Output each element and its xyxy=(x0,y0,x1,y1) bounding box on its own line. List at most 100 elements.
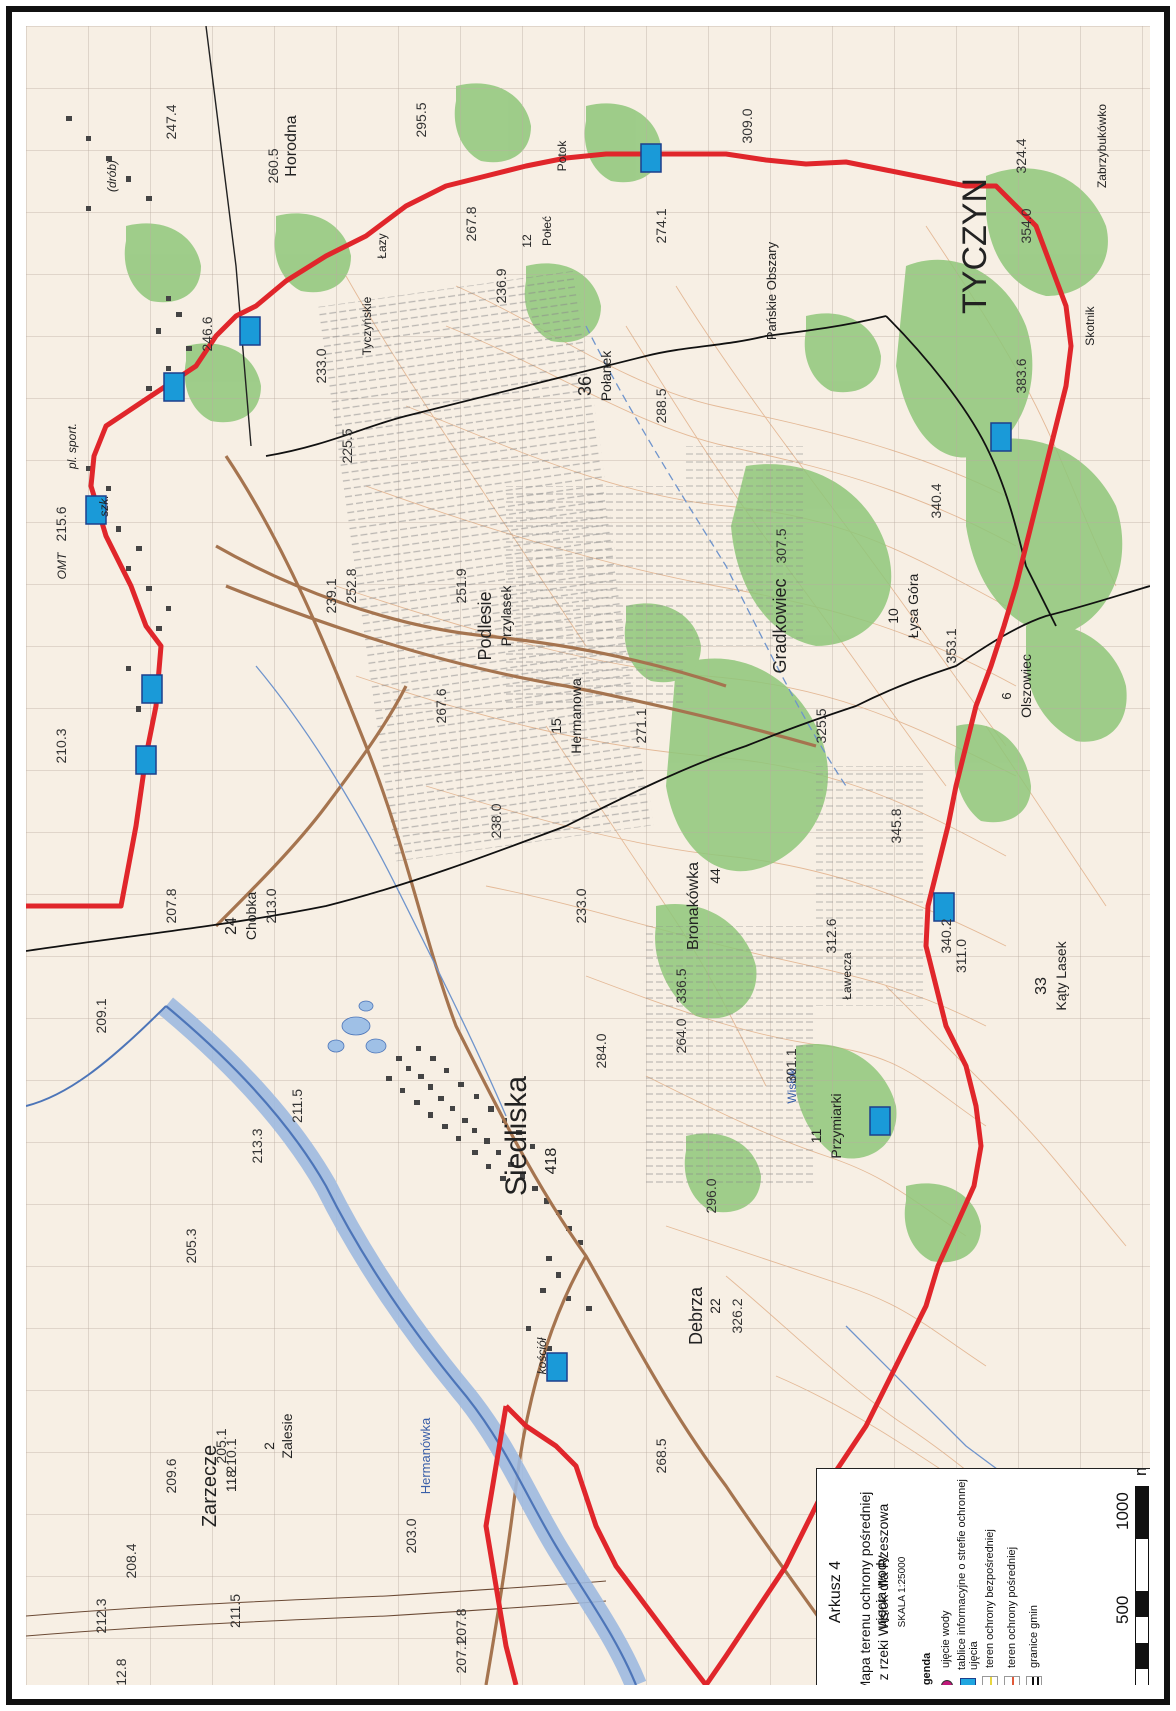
map-grid xyxy=(26,26,1150,1685)
elevation-label: 246.6 xyxy=(199,316,215,351)
place-zabrzybukowko: Ławecza xyxy=(840,952,854,1000)
place-zarzecze-pop: 118 xyxy=(223,1470,239,1493)
elevation-label: 260.5 xyxy=(265,148,281,183)
place-debrza-pop: 22 xyxy=(707,1298,723,1314)
legend-item-indirect: teren ochrony pośredniej xyxy=(1003,1547,1021,1685)
elevation-label: 211.5 xyxy=(289,1089,305,1123)
place-horodna: 33 xyxy=(1033,977,1050,995)
indirect-zone-icon xyxy=(1004,1676,1020,1685)
elevation-label: 209.1 xyxy=(93,998,109,1033)
label-kosciol: kościół xyxy=(535,1337,549,1374)
elevation-label: 383.6 xyxy=(1013,358,1029,393)
sheet-label: Arkusz 4 xyxy=(827,1560,844,1624)
elevation-label: 325.5 xyxy=(813,708,829,743)
elevation-label: 212.3 xyxy=(93,1598,109,1633)
commune-boundary-icon xyxy=(1026,1676,1042,1685)
elevation-label: 213.3 xyxy=(249,1128,265,1163)
indirect-protection-boundary xyxy=(26,151,1074,1685)
elevation-label: 210.1 xyxy=(223,1438,239,1473)
elevation-label: 354.0 xyxy=(1018,208,1034,243)
ponds xyxy=(327,1000,387,1054)
scale-tick-1000: 1000 xyxy=(1113,1492,1132,1530)
info-board xyxy=(141,674,163,704)
elevation-label: 247.4 xyxy=(163,104,179,139)
elevation-label: 271.1 xyxy=(633,708,649,743)
place-zalesie: 10 xyxy=(885,608,901,624)
info-board xyxy=(933,892,955,922)
place-hermanowa: TYCZYN xyxy=(956,178,994,314)
elevation-label: 209.6 xyxy=(163,1458,179,1493)
place-tyczynskie: Łazy xyxy=(375,233,389,258)
elevation-label: 309.0 xyxy=(739,108,755,143)
elevation-label: 239.1 xyxy=(323,578,339,613)
scale-unit: m xyxy=(1131,1468,1150,1476)
elevation-label: 225.5 xyxy=(339,428,355,463)
info-board xyxy=(869,1106,891,1136)
label-drob: (drób) xyxy=(105,160,119,192)
road-edges xyxy=(26,1580,607,1637)
place-lysa-gora: 6 xyxy=(999,692,1014,699)
legend-item-label: ujęcie wody xyxy=(940,1610,952,1668)
legend-item-direct: teren ochrony bezpośredniej xyxy=(981,1529,999,1685)
place-gradkowiec: 36 xyxy=(575,376,595,396)
intake-dot-icon xyxy=(938,1676,954,1685)
place-przymiarki: 2 xyxy=(261,1442,277,1450)
elevation-label: 203.0 xyxy=(403,1518,419,1553)
legend-panel: Arkusz 4 Mapa terenu ochrony pośredniej … xyxy=(816,1468,1150,1685)
info-boards xyxy=(85,143,1012,1382)
elevation-label: 251.9 xyxy=(453,568,469,603)
place-tyczyn: Horodna xyxy=(283,115,300,176)
commune-boundaries xyxy=(26,315,1150,952)
legend-item-label: teren ochrony pośredniej xyxy=(1006,1546,1018,1668)
place-wislok: Hermanówka xyxy=(418,1417,433,1494)
place-bronakowka-pop: 44 xyxy=(707,868,723,884)
place-chobka-pop: Hermanowa xyxy=(568,678,584,754)
elevation-label: 233.0 xyxy=(313,348,329,383)
scale-tick-500: 500 xyxy=(1113,1595,1132,1624)
legend-item-label: granice gmin xyxy=(1028,1605,1040,1668)
legend-heading: Legenda xyxy=(921,1652,933,1685)
info-board xyxy=(85,495,107,525)
scale-text: SKALA 1:25000 xyxy=(897,1556,908,1628)
elevation-label: 238.0 xyxy=(488,803,504,838)
elevation-label: 207.1 xyxy=(453,1638,469,1673)
elevation-label: 215.6 xyxy=(53,506,69,541)
place-zalesie-pop: Łysa Góra xyxy=(905,573,921,638)
elevation-label: 326.2 xyxy=(729,1298,745,1333)
scale-bar xyxy=(1135,1486,1149,1685)
place-debrza: Debrza xyxy=(686,1286,706,1345)
place-panskie-obszary: Potok xyxy=(555,140,569,172)
river-wislok xyxy=(26,325,1087,1685)
place-podlesie: Podlesie xyxy=(475,591,495,660)
indirect-protection-boundary-river xyxy=(483,1405,519,1685)
place-gradkowiec-pop: Połanek xyxy=(598,350,614,402)
elevation-label: 353.1 xyxy=(943,628,959,663)
place-chobka: 15 xyxy=(548,718,564,734)
elevation-label: 267.8 xyxy=(463,206,479,241)
elevation-label: 345.8 xyxy=(888,808,904,843)
elevation-label: 311.0 xyxy=(953,939,969,973)
elevation-label: 288.5 xyxy=(653,388,669,423)
elevation-label: 211.5 xyxy=(227,1594,243,1628)
railway xyxy=(205,26,252,447)
map-canvas: Siedliska418Zarzecze118Debrza22Bronakówk… xyxy=(26,26,1150,1685)
place-skotnik: Zabrzybukówko xyxy=(1095,104,1109,188)
place-potok: 12 xyxy=(520,234,534,248)
info-board xyxy=(135,745,157,775)
elevation-label: 296.0 xyxy=(703,1178,719,1213)
elevation-label: 205.3 xyxy=(183,1228,199,1263)
elevation-label: 212.8 xyxy=(113,1658,129,1685)
elevation-label: 336.5 xyxy=(673,968,689,1003)
place-siedliska-pop: 418 xyxy=(543,1148,560,1175)
place-lazy: Skotnik xyxy=(1083,305,1097,345)
place-katy-lasek-pop: Przymiarki xyxy=(828,1093,844,1158)
elevation-label: 274.1 xyxy=(653,208,669,243)
direct-zone-icon xyxy=(982,1676,998,1685)
place-polanek-pop: Chobka xyxy=(243,892,259,940)
elevation-label: 307.5 xyxy=(773,528,789,563)
elevation-label: 340.4 xyxy=(928,483,944,518)
place-olszowiec: Pańskie Obszary xyxy=(764,241,779,340)
elevation-label: 301.1 xyxy=(783,1048,799,1083)
